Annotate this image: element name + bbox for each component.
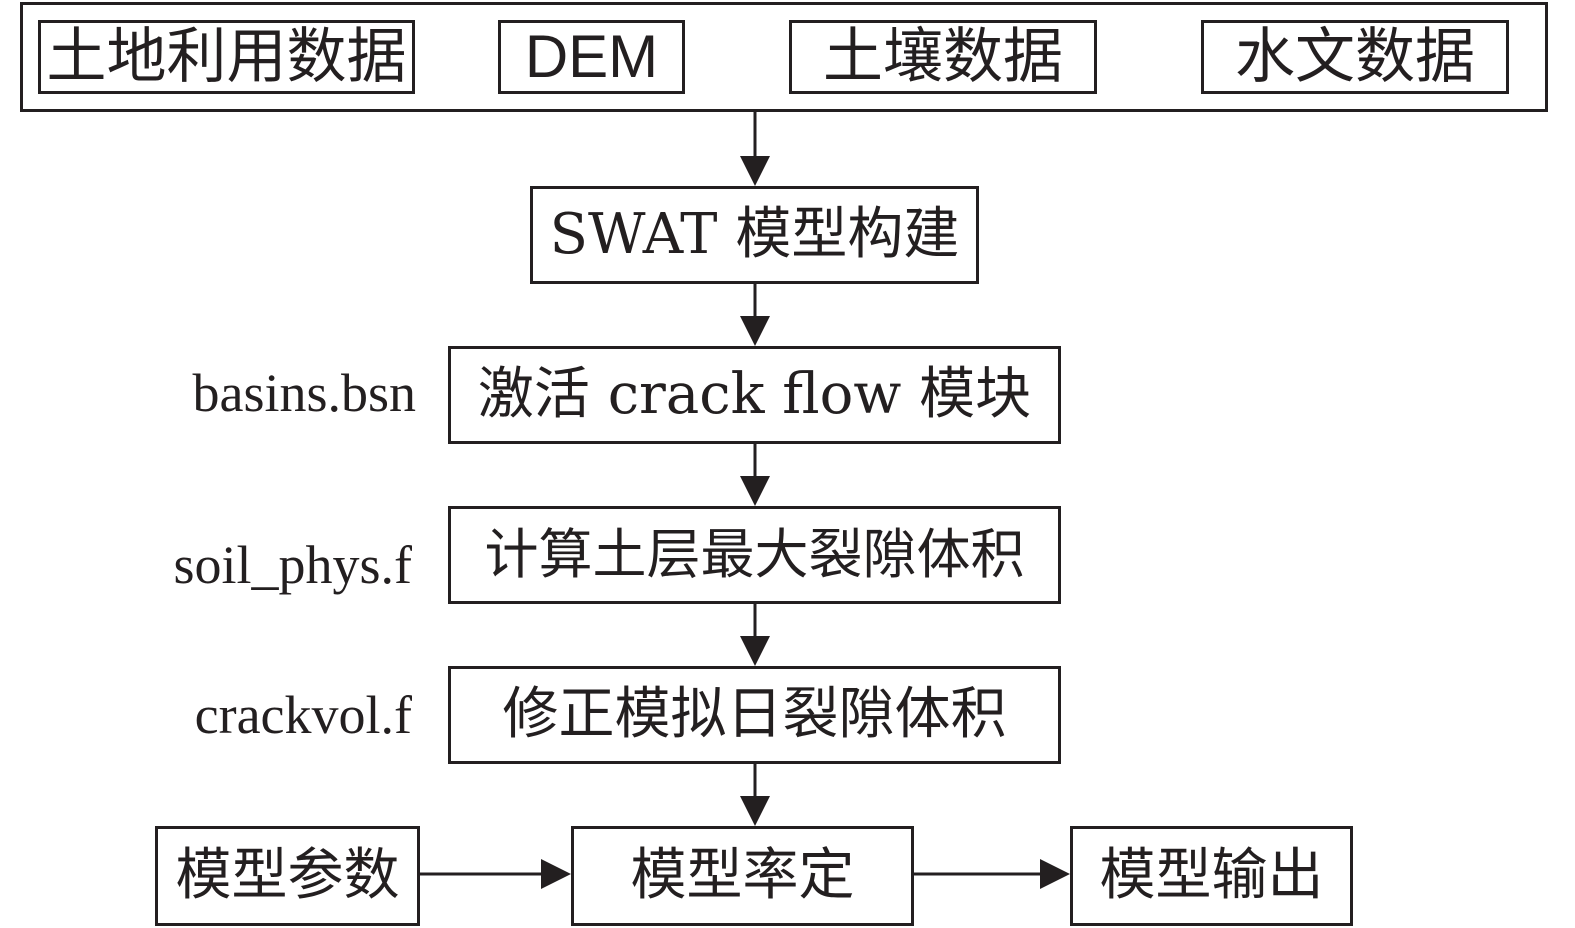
- arrow-calibration-to-output: [914, 859, 1070, 889]
- model-params-label: 模型参数: [175, 843, 400, 908]
- model-output-box: 模型输出: [1070, 826, 1353, 926]
- crackvol-file-label: crackvol.f: [194, 685, 412, 745]
- arrow-params-to-calibration: [420, 859, 571, 889]
- daily-crack-volume-label: 修正模拟日裂隙体积: [502, 682, 1007, 747]
- swat-build-box: SWAT 模型构建: [530, 186, 979, 284]
- activate-crack-flow-box: 激活 crack flow 模块: [448, 346, 1061, 444]
- max-crack-volume-box: 计算土层最大裂隙体积: [448, 506, 1061, 604]
- swat-build-label: SWAT 模型构建: [549, 202, 960, 267]
- model-calibration-box: 模型率定: [571, 826, 914, 926]
- arrow-inputs-to-swat: [740, 112, 770, 186]
- soil-phys-file-label: soil_phys.f: [173, 535, 412, 595]
- model-output-label: 模型输出: [1099, 843, 1324, 908]
- soil-data-box: 土壤数据: [789, 20, 1097, 94]
- basins-file-label: basins.bsn: [192, 363, 416, 423]
- input-data-group: [20, 2, 1548, 112]
- daily-crack-volume-box: 修正模拟日裂隙体积: [448, 666, 1061, 764]
- max-crack-volume-label: 计算土层最大裂隙体积: [484, 523, 1025, 586]
- arrow-max-volume-to-daily-volume: [740, 604, 770, 666]
- land-use-data-label: 土地利用数据: [46, 22, 407, 92]
- hydrology-data-label: 水文数据: [1235, 22, 1475, 92]
- arrow-daily-volume-to-calibration: [740, 764, 770, 826]
- dem-data-label: DEM: [524, 23, 659, 90]
- activate-crack-flow-label: 激活 crack flow 模块: [477, 362, 1032, 427]
- arrow-swat-to-crack-flow: [740, 284, 770, 346]
- land-use-data-box: 土地利用数据: [38, 20, 415, 94]
- arrow-crack-flow-to-max-volume: [740, 444, 770, 506]
- hydrology-data-box: 水文数据: [1201, 20, 1509, 94]
- model-params-box: 模型参数: [155, 826, 420, 926]
- soil-data-label: 土壤数据: [823, 22, 1063, 92]
- model-calibration-label: 模型率定: [630, 843, 855, 908]
- dem-data-box: DEM: [498, 20, 685, 94]
